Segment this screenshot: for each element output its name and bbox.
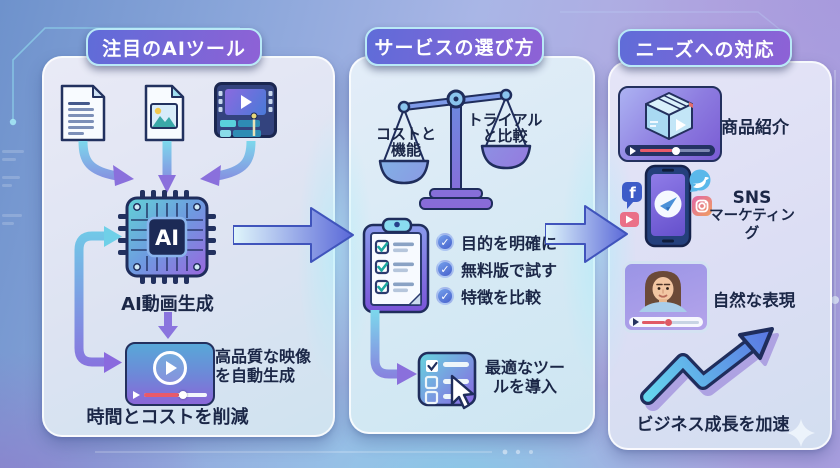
cursor-arrow-icon [450, 374, 475, 410]
check-circle-icon: ✓ [436, 260, 454, 278]
paper-plane-icon [660, 197, 677, 211]
chip-to-player-arrow [158, 312, 178, 339]
tool-result-label: 最適なツー ルを導入 [484, 358, 565, 396]
checklist-item-2: ✓ 無料版で試す [436, 257, 557, 281]
youtube-icon [620, 212, 639, 227]
panel2-to-panel3-arrow [545, 205, 628, 263]
sns-label: SNS マーケティング [709, 188, 795, 242]
product-box-video-icon [618, 86, 722, 162]
balance-scale-icon [378, 88, 532, 210]
panel1-to-panel2-arrow [233, 207, 354, 263]
checklist-item-3: ✓ 特徴を比較 [436, 284, 541, 308]
growth-arrow-icon [640, 327, 774, 405]
clipboard-to-tool-arrow [370, 310, 417, 385]
video-player-icon [125, 342, 215, 406]
checklist-item-1: ✓ 目的を明確に [436, 230, 557, 254]
image-file-icon [144, 84, 185, 142]
small-play-icon [133, 390, 140, 399]
play-triangle [241, 95, 252, 109]
sparkle-icon [787, 419, 815, 447]
avatar-progress-bar [629, 317, 703, 327]
player-progress-bar [133, 390, 207, 399]
avatar-video-icon [622, 261, 710, 333]
panel2-title: サービスの選び方 [365, 27, 544, 66]
avatar-label: 自然な表現 [712, 291, 796, 310]
play-button [153, 351, 187, 385]
ai-chip-icon: AI [118, 190, 216, 284]
right-pan [480, 144, 532, 170]
package-box-icon [645, 92, 693, 140]
panel1-title: 注目のAIツール [86, 28, 262, 66]
twitter-icon [689, 169, 711, 192]
product-label: 商品紹介 [721, 118, 789, 138]
panel1-footer: 時間とコストを削減 [86, 407, 249, 428]
scale-right-label: トライアル と比較 [467, 111, 543, 145]
instagram-icon [692, 196, 712, 216]
play-triangle [676, 119, 686, 131]
check-circle-icon: ✓ [436, 233, 454, 251]
chip-caption: AI動画生成 [121, 294, 214, 315]
player-caption: 高品質な映像 を自動生成 [215, 347, 327, 385]
svg-text:f: f [629, 184, 636, 202]
feedback-bracket-arrow [74, 226, 122, 373]
woman-presenter [639, 271, 687, 312]
growth-label: ビジネス成長を加速 [636, 415, 790, 435]
product-progress-bar [625, 145, 715, 156]
chip-ai-text: AI [155, 226, 179, 250]
check-circle-icon: ✓ [436, 287, 454, 305]
panel3-title: ニーズへの対応 [618, 29, 792, 67]
scale-left-label: コストと 機能 [375, 125, 436, 159]
player-caption-line2: を自動生成 [215, 366, 296, 385]
clipboard-checklist-icon [362, 217, 430, 314]
player-caption-line1: 高品質な映像 [215, 347, 312, 366]
video-editing-icon [214, 82, 277, 138]
facebook-icon: f [622, 182, 642, 209]
left-pan [378, 159, 430, 185]
sns-phone-icon: f [620, 164, 712, 248]
input-to-chip-arrows [78, 141, 256, 193]
tool-select-cursor-icon [417, 351, 477, 410]
document-file-icon [60, 84, 106, 142]
